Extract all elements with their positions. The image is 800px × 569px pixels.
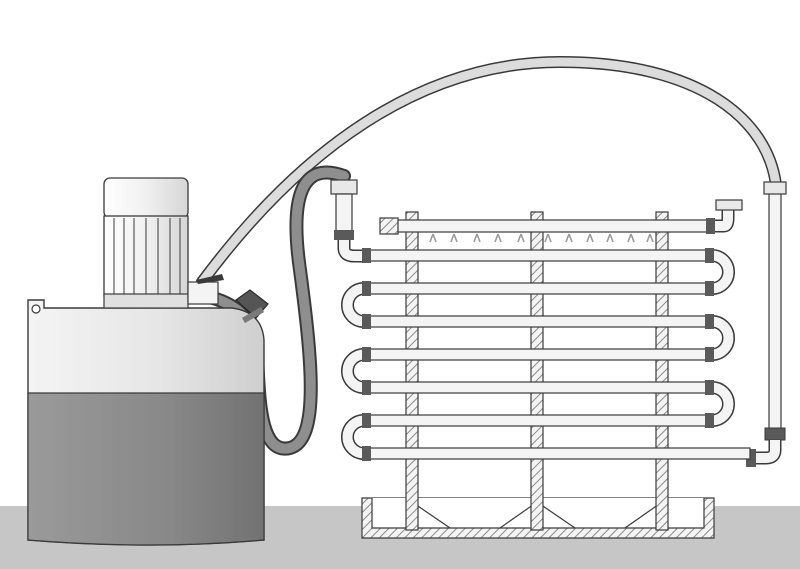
tank-liquid (27, 392, 265, 546)
supply-hose (196, 55, 782, 288)
spray-nozzles (429, 233, 654, 243)
riser-pipe (746, 181, 787, 467)
filler-cap (235, 289, 269, 324)
spray-manifold (379, 199, 743, 235)
tank (27, 299, 265, 546)
coil-inlet (330, 179, 362, 263)
pump-motor (103, 177, 224, 309)
coil-pipes (341, 248, 751, 461)
